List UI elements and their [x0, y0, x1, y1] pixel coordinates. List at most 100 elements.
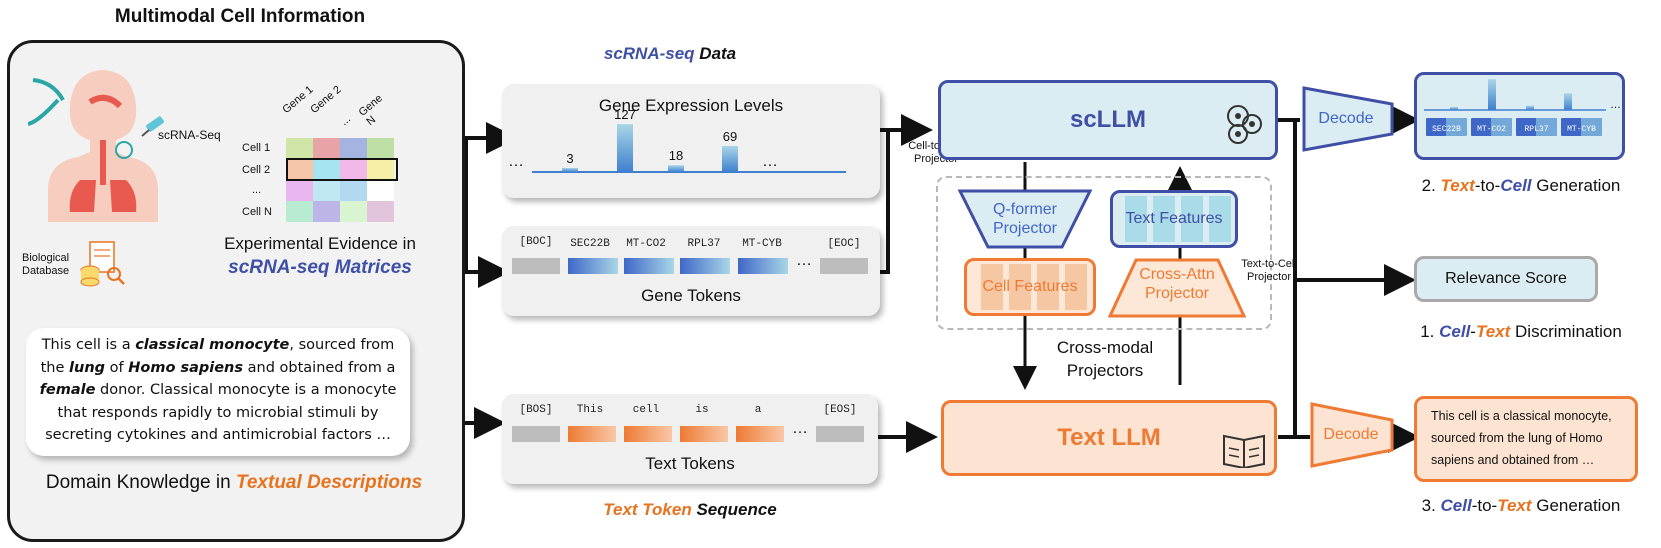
task-1-label: 1. Cell-Text Discrimination [1376, 322, 1661, 342]
chart-ellipsis: … [762, 153, 778, 170]
text-token [512, 426, 560, 442]
desc-line-2: the lung of Homo sapiens and obtained fr… [26, 357, 410, 380]
text-llm-label: Text LLM [1057, 424, 1161, 451]
desc-text: This cell is a [41, 337, 136, 353]
desc-emph: classical monocyte [135, 337, 290, 353]
text-token [680, 426, 728, 442]
task-2-label: 2. Text-to-Cell Generation [1386, 176, 1656, 196]
text-seq-emph: Text Token [603, 500, 692, 519]
decode-bottom-shape [1310, 402, 1394, 468]
domain-caption: Domain Knowledge in Textual Descriptions [14, 472, 454, 494]
task-text: - [1470, 322, 1476, 341]
desc-text: and obtained from a [243, 359, 396, 376]
qformer-projector-shape [958, 189, 1092, 249]
desc-text: the [40, 359, 70, 376]
evidence-caption: Experimental Evidence in [224, 234, 416, 253]
scrna-title-text: Data [694, 44, 737, 63]
text-sequence-title: Text Token Sequence [560, 500, 820, 520]
output-text-line: sourced from the lung of Homo [1431, 431, 1603, 445]
mini-gene-token-fade [1581, 118, 1602, 136]
task-number: 1. [1420, 322, 1440, 341]
decode-top-shape [1302, 86, 1394, 152]
desc-line-3: female donor. Classical monocyte is a mo… [26, 379, 410, 402]
domain-caption-text: Domain Knowledge in [45, 472, 236, 493]
task-emph: Cell [1440, 496, 1472, 515]
gene-tokens-card: [BOC] SEC22B MT-CO2 RPL37 MT-CYB [EOC] …… [502, 226, 880, 316]
matrix-row-header: ... [252, 184, 262, 196]
desc-line-5: secreting cytokines and antimicrobial fa… [45, 427, 391, 443]
gene-expression-title: Gene Expression Levels [598, 96, 784, 115]
gene-token [820, 258, 868, 274]
text-token [568, 426, 616, 442]
text-seq-text: Sequence [691, 500, 777, 519]
text-token-label: This [576, 404, 604, 416]
matrix-cells [286, 138, 398, 222]
mini-gene-label: SEC22B [1432, 125, 1461, 134]
domain-caption-emph: Textual Descriptions [235, 472, 423, 493]
left-panel-title: Multimodal Cell Information [114, 6, 366, 27]
gene-token-label: MT-CYB [742, 238, 782, 250]
gene-token-label: RPL37 [687, 238, 721, 250]
desc-line-4: that responds rapidly to microbial stimu… [57, 404, 379, 421]
relevance-score-label: Relevance Score [1445, 270, 1567, 287]
cross-attn-line: Projector [1144, 285, 1210, 302]
book-icon [1223, 434, 1265, 468]
database-icon [80, 241, 125, 287]
decode-top-label: Decode [1318, 110, 1374, 127]
mini-gene-token-fade [1491, 118, 1512, 136]
mini-gene-token-fade [1536, 118, 1557, 136]
bio-database-line: Biological [22, 252, 70, 264]
mini-chart-bar [1526, 105, 1534, 110]
feature-token [1153, 196, 1175, 242]
qformer-line: Q-former [993, 201, 1057, 218]
text-token-label: is [695, 404, 709, 416]
task-text: -to- [1474, 176, 1501, 195]
task-emph: Text [1440, 176, 1475, 195]
text-token [624, 426, 672, 442]
desc-line-1: This cell is a classical monocyte, sourc… [26, 334, 410, 357]
gene-expression-chart: 31271869…… [508, 107, 846, 173]
scrna-title-emph: scRNA-seq [603, 44, 695, 63]
matrix-row-header: Cell N [242, 206, 272, 218]
gene-token-label: SEC22B [570, 238, 610, 250]
text-token [736, 426, 784, 442]
scrna-seq-label: scRNA-Seq [158, 128, 221, 142]
gene-tokens-title: Gene Tokens [641, 286, 741, 305]
task-text: -to- [1471, 496, 1498, 515]
feature-token [1065, 264, 1087, 310]
decode-bottom-label: Decode [1323, 426, 1379, 443]
desc-emph: Homo sapiens [128, 359, 244, 376]
gene-token-ellipsis: … [796, 252, 812, 269]
text-llm-box: Text LLM [941, 400, 1277, 476]
scllm-label: scLLM [1069, 106, 1146, 133]
gene-token [568, 258, 618, 274]
matrix-col-header: ... [338, 112, 354, 128]
chart-bar [617, 124, 633, 172]
mini-gene-token-fade [1446, 118, 1467, 136]
text-token-label: cell [632, 404, 660, 416]
cell-features-box: Cell Features [964, 258, 1096, 316]
chart-data-label: 127 [614, 107, 636, 122]
task-text: Discrimination [1510, 322, 1622, 341]
cross-modal-line: Cross-modal [1056, 338, 1154, 357]
text-token-label: [BOS] [519, 404, 553, 416]
chart-data-label: 69 [723, 129, 737, 144]
relevance-score-box: Relevance Score [1414, 256, 1598, 302]
mini-chart-bar [1564, 93, 1572, 110]
text-token-label: [EOS] [823, 404, 857, 416]
desc-emph: lung [69, 359, 106, 376]
task-text: Generation [1531, 176, 1621, 195]
evidence-caption-emph: scRNA-seq Matrices [228, 257, 412, 278]
scrna-data-title: scRNA-seq Data [560, 44, 780, 64]
scllm-box: scLLM [938, 80, 1278, 160]
cross-attn-projector-shape [1108, 258, 1246, 318]
task-number: 2. [1421, 176, 1441, 195]
human-lungs-icon [28, 70, 158, 222]
chart-bar [722, 145, 738, 172]
task-text: Generation [1531, 496, 1621, 515]
